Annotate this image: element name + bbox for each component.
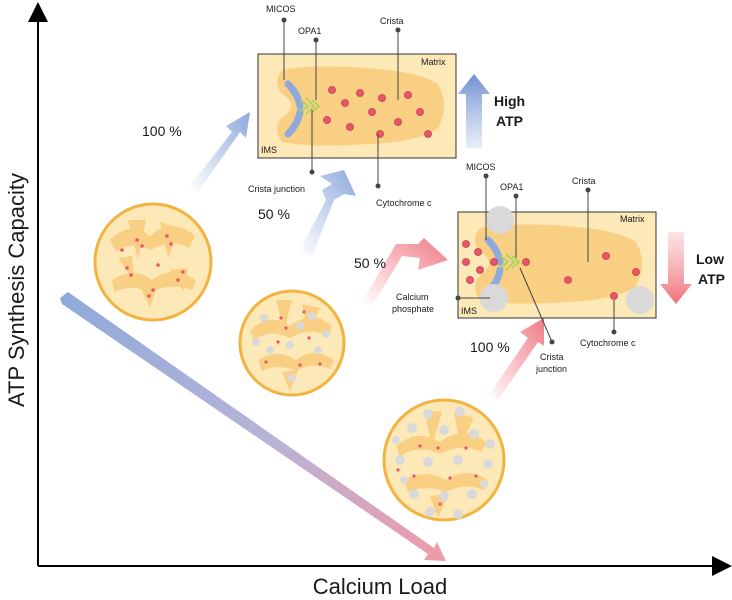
cytochrome-dots-bottom bbox=[462, 240, 640, 300]
panel-overload: MICOS OPA1 Crista Matrix IMS Calcium pho… bbox=[392, 162, 657, 374]
arrow-moderate-to-bottom bbox=[362, 238, 448, 306]
label-cytochrome-top: Cytochrome c bbox=[376, 198, 432, 208]
calcium-deposits-bottom bbox=[480, 206, 654, 314]
arrow-healthy-to-top bbox=[190, 112, 250, 192]
low-atp-label-1: Low bbox=[696, 251, 724, 267]
arrow-moderate-to-top bbox=[300, 170, 356, 256]
mitochondrion-healthy bbox=[93, 202, 213, 322]
label-matrix-bottom: Matrix bbox=[620, 214, 645, 224]
label-matrix-top: Matrix bbox=[421, 57, 446, 67]
label-crista-top: Crista bbox=[380, 16, 404, 26]
label-ims-bottom: IMS bbox=[461, 306, 477, 316]
opa1-marks-top bbox=[299, 97, 321, 115]
high-atp-arrow bbox=[458, 74, 490, 148]
label-crista-junction-bottom-2: junction bbox=[535, 364, 567, 374]
percent-red-50: 50 % bbox=[354, 255, 386, 271]
mitochondrion-overload bbox=[382, 398, 506, 522]
panel-healthy: MICOS OPA1 Crista Matrix IMS Crista junc… bbox=[248, 4, 457, 208]
low-atp-arrow bbox=[660, 232, 692, 304]
percent-blue-50: 50 % bbox=[258, 206, 290, 222]
arrow-overload-to-bottom bbox=[488, 318, 544, 400]
opa1-marks-bottom bbox=[499, 253, 521, 271]
label-cytochrome-bottom: Cytochrome c bbox=[580, 338, 636, 348]
label-crista-bottom: Crista bbox=[572, 176, 596, 186]
high-atp-label-1: High bbox=[494, 93, 525, 109]
label-micos-top: MICOS bbox=[266, 4, 296, 14]
label-crista-junction-top: Crista junction bbox=[248, 184, 305, 194]
label-micos-bottom: MICOS bbox=[466, 162, 496, 172]
high-atp-label-2: ATP bbox=[496, 113, 523, 129]
x-axis-label: Calcium Load bbox=[313, 574, 448, 599]
label-calcium-1: Calcium bbox=[396, 292, 429, 302]
mitochondrion-moderate bbox=[238, 289, 346, 397]
label-opa1-top: OPA1 bbox=[298, 26, 321, 36]
low-atp-label-2: ATP bbox=[698, 271, 725, 287]
percent-red-100: 100 % bbox=[470, 339, 510, 355]
label-calcium-2: phosphate bbox=[392, 304, 434, 314]
label-ims-top: IMS bbox=[261, 145, 277, 155]
percent-top-100: 100 % bbox=[142, 123, 182, 139]
trend-arrow bbox=[60, 292, 446, 561]
label-crista-junction-bottom-1: Crista bbox=[540, 352, 564, 362]
label-opa1-bottom: OPA1 bbox=[500, 182, 523, 192]
y-axis-label: ATP Synthesis Capacity bbox=[4, 173, 29, 407]
